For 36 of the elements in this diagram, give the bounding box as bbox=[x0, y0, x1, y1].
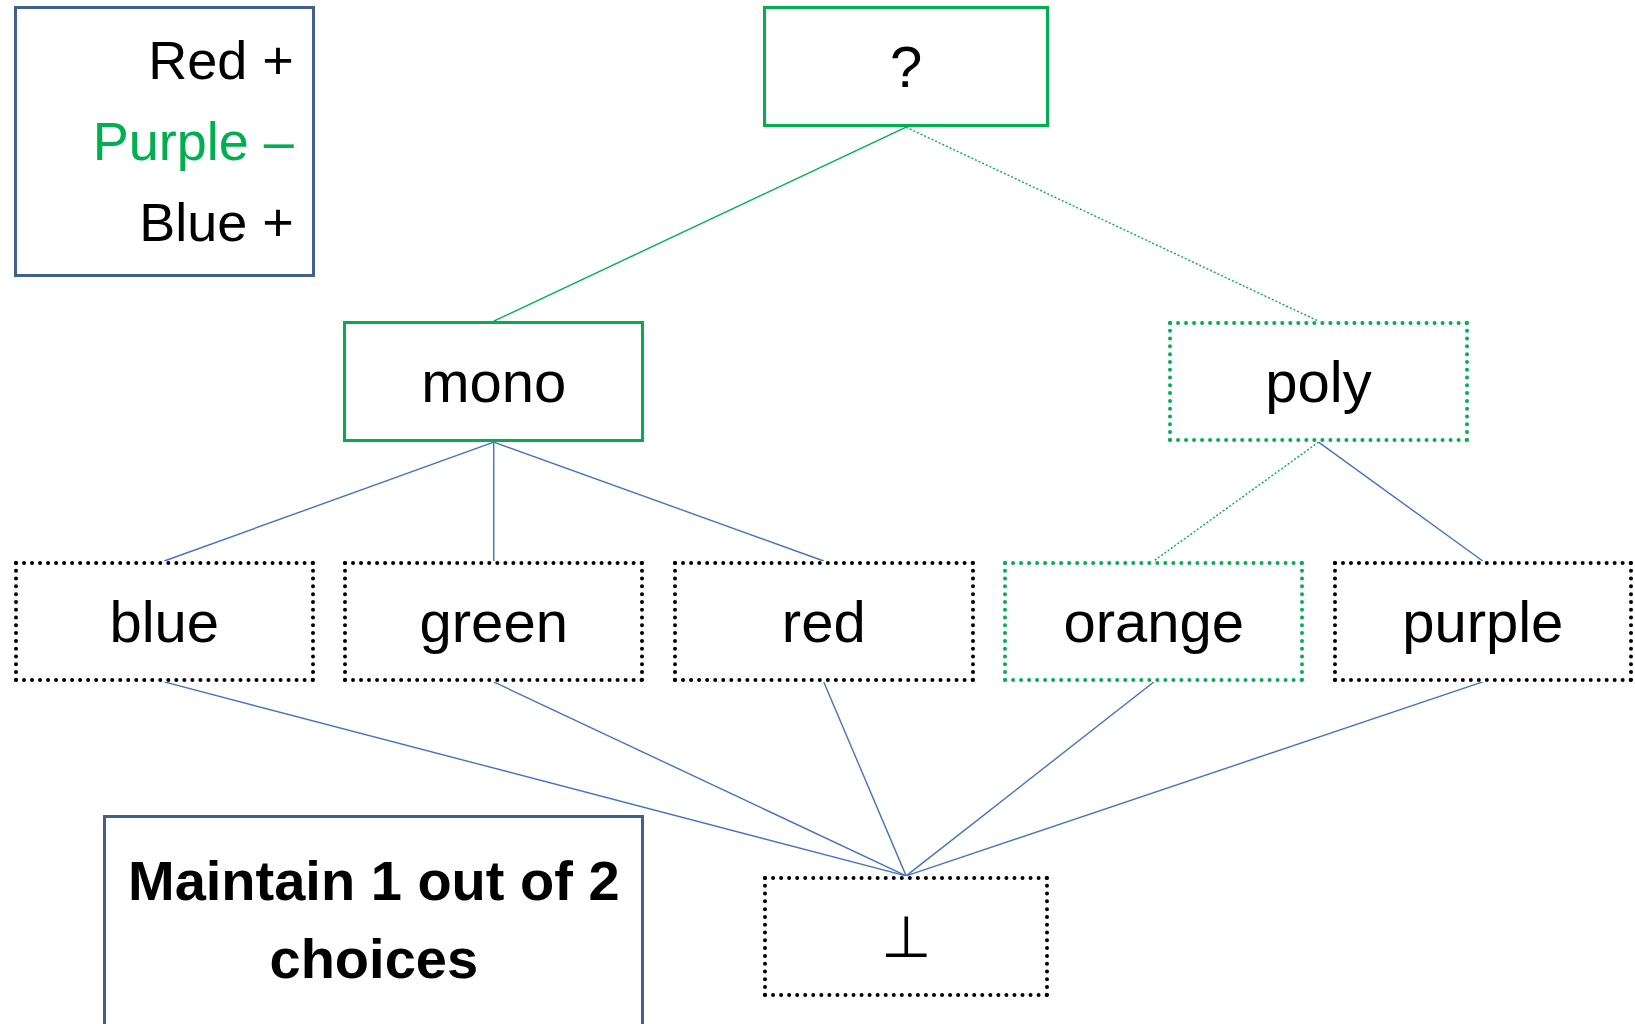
dotted-box bbox=[672, 561, 975, 682]
note-text: Maintain 1 out of 2 choices bbox=[127, 847, 621, 993]
connector bbox=[163, 681, 907, 877]
node-label: purple bbox=[1402, 587, 1564, 656]
note-box bbox=[103, 815, 645, 1024]
dotted-connector bbox=[1153, 441, 1320, 562]
key-line: Red + bbox=[148, 29, 294, 93]
connector bbox=[163, 441, 495, 562]
connector bbox=[905, 681, 1155, 877]
node-box bbox=[343, 321, 645, 443]
node-label: orange bbox=[1063, 587, 1245, 656]
node-label: blue bbox=[109, 587, 220, 656]
node-label: poly bbox=[1265, 348, 1372, 417]
connector bbox=[493, 126, 907, 322]
connector bbox=[823, 681, 907, 877]
connector bbox=[905, 681, 1484, 877]
key-box bbox=[13, 6, 315, 278]
connector bbox=[1317, 441, 1484, 562]
node-label: ⊥ bbox=[880, 902, 932, 971]
node-box bbox=[763, 6, 1049, 128]
dotted-box bbox=[763, 875, 1049, 997]
dotted-box bbox=[1332, 561, 1633, 682]
node-label: ? bbox=[890, 33, 923, 102]
connector bbox=[493, 681, 907, 877]
node-label: green bbox=[419, 587, 568, 656]
connector bbox=[493, 441, 495, 562]
dotted-box bbox=[1167, 321, 1470, 443]
node-label: red bbox=[781, 587, 866, 656]
node-label: mono bbox=[421, 348, 567, 417]
key-line: Purple – bbox=[92, 110, 294, 174]
dotted-connector bbox=[905, 126, 1320, 322]
connector bbox=[493, 441, 825, 562]
dotted-box bbox=[343, 561, 645, 682]
dotted-box bbox=[1003, 561, 1305, 682]
dotted-box bbox=[13, 561, 315, 682]
key-line: Blue + bbox=[139, 191, 294, 255]
